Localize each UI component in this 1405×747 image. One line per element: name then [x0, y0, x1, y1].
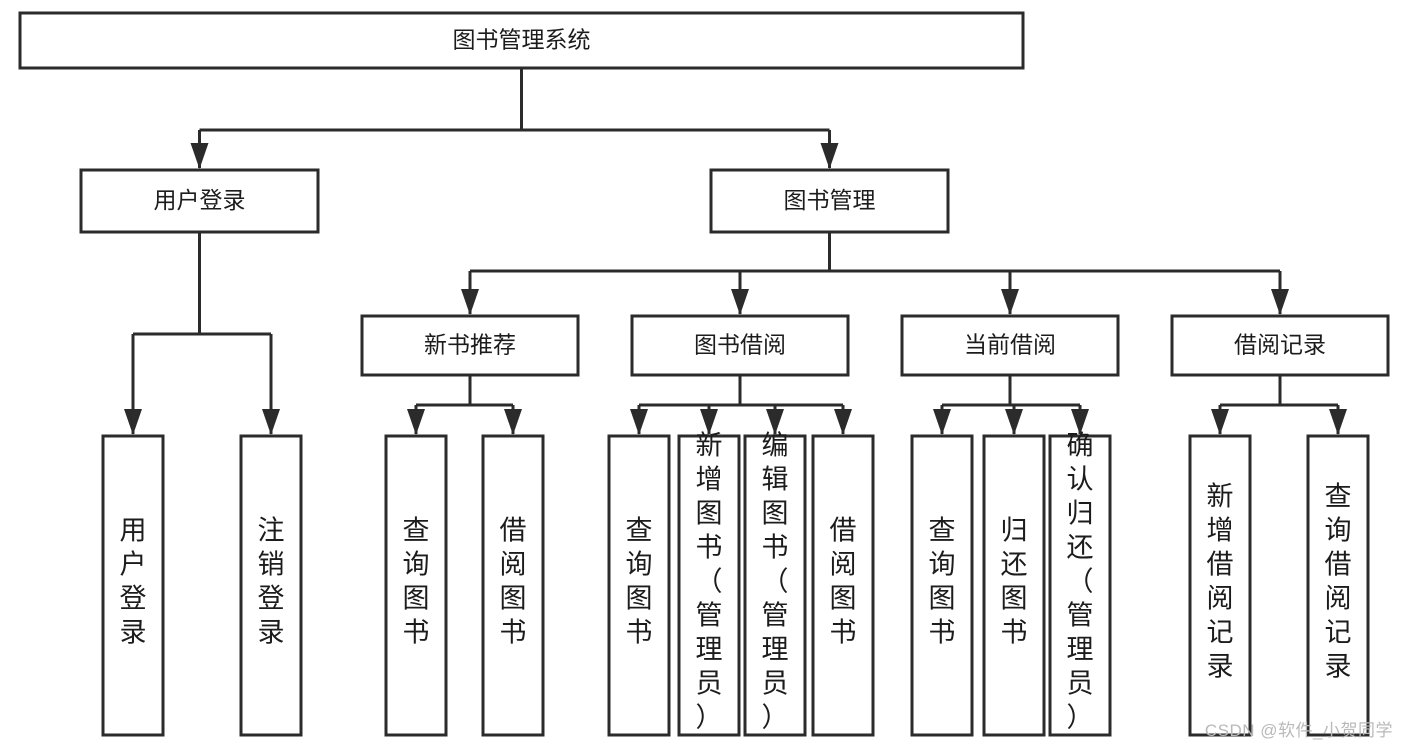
- node-leaf-12[interactable]: 查询借阅记录: [1306, 434, 1370, 737]
- node-label: 注销登录: [258, 516, 285, 648]
- node-label: 查询借阅记录: [1325, 482, 1352, 682]
- node-leaf-2[interactable]: 查询图书: [384, 434, 448, 737]
- node-root-0[interactable]: 图书管理系统: [18, 11, 1025, 70]
- node-box[interactable]: [18, 11, 1025, 70]
- node-leaf-3[interactable]: 借阅图书: [481, 434, 545, 737]
- arrow-head-icon: [1005, 409, 1023, 435]
- node-box[interactable]: [607, 434, 671, 737]
- node-box[interactable]: [630, 314, 850, 377]
- node-label: 图书管理: [784, 187, 876, 213]
- node-box[interactable]: [1188, 434, 1252, 737]
- node-label: 用户登录: [154, 187, 246, 213]
- node-label: 新书推荐: [424, 332, 516, 358]
- node-box[interactable]: [481, 434, 545, 737]
- node-label: 借阅图书: [500, 516, 527, 648]
- arrow-head-icon: [820, 143, 839, 169]
- connector-layer: [124, 68, 1347, 435]
- node-level2-0[interactable]: 用户登录: [79, 168, 320, 234]
- node-box[interactable]: [1306, 434, 1370, 737]
- node-label: 图书管理系统: [453, 27, 591, 53]
- node-box[interactable]: [811, 434, 875, 737]
- node-box[interactable]: [709, 168, 950, 234]
- node-label: 图书借阅: [694, 332, 786, 358]
- arrow-head-icon: [461, 289, 479, 315]
- node-box[interactable]: [982, 434, 1046, 737]
- node-leaf-10[interactable]: 确认归还（管理员）: [1048, 431, 1112, 737]
- arrow-head-icon: [630, 409, 648, 435]
- node-box[interactable]: [677, 434, 741, 737]
- node-level2-1[interactable]: 图书管理: [709, 168, 950, 234]
- node-label: 借阅图书: [830, 516, 857, 648]
- node-leaf-1[interactable]: 注销登录: [239, 434, 303, 737]
- node-leaf-4[interactable]: 查询图书: [607, 434, 671, 737]
- node-level3-0[interactable]: 新书推荐: [360, 314, 580, 377]
- node-leaf-5[interactable]: 新增图书（管理员）: [677, 431, 741, 737]
- node-label: 确认归还（管理员）: [1067, 431, 1094, 733]
- arrow-head-icon: [1271, 289, 1289, 315]
- node-label: 查询图书: [929, 516, 956, 648]
- node-label: 编辑图书（管理员）: [762, 431, 789, 733]
- node-box[interactable]: [910, 434, 974, 737]
- node-label: 当前借阅: [964, 332, 1056, 358]
- node-box[interactable]: [900, 314, 1120, 377]
- node-leaf-7[interactable]: 借阅图书: [811, 434, 875, 737]
- arrow-head-icon: [700, 409, 718, 435]
- node-level3-1[interactable]: 图书借阅: [630, 314, 850, 377]
- node-leaf-8[interactable]: 查询图书: [910, 434, 974, 737]
- arrow-head-icon: [124, 409, 142, 435]
- arrow-head-icon: [731, 289, 749, 315]
- node-box[interactable]: [1170, 314, 1390, 377]
- node-level3-3[interactable]: 借阅记录: [1170, 314, 1390, 377]
- node-label: 借阅记录: [1234, 332, 1326, 358]
- node-label: 查询图书: [403, 516, 430, 648]
- node-label: 新增图书（管理员）: [696, 431, 723, 733]
- node-leaf-11[interactable]: 新增借阅记录: [1188, 434, 1252, 737]
- arrow-head-icon: [766, 409, 784, 435]
- node-box[interactable]: [239, 434, 303, 737]
- arrow-head-icon: [262, 409, 280, 435]
- node-leaf-9[interactable]: 归还图书: [982, 434, 1046, 737]
- arrow-head-icon: [1001, 289, 1019, 315]
- node-box[interactable]: [79, 168, 320, 234]
- arrow-head-icon: [504, 409, 522, 435]
- arrow-head-icon: [407, 409, 425, 435]
- node-label: 新增借阅记录: [1207, 482, 1234, 682]
- node-label: 归还图书: [1001, 516, 1028, 648]
- node-box[interactable]: [360, 314, 580, 377]
- node-box[interactable]: [101, 434, 165, 737]
- node-leaf-0[interactable]: 用户登录: [101, 434, 165, 737]
- node-layer: 图书管理系统用户登录图书管理新书推荐图书借阅当前借阅借阅记录用户登录注销登录查询…: [18, 11, 1390, 737]
- arrow-head-icon: [1211, 409, 1229, 435]
- node-box[interactable]: [384, 434, 448, 737]
- node-label: 用户登录: [120, 516, 147, 648]
- arrow-head-icon: [1329, 409, 1347, 435]
- arrow-head-icon: [190, 143, 209, 169]
- node-leaf-6[interactable]: 编辑图书（管理员）: [743, 431, 807, 737]
- arrow-head-icon: [933, 409, 951, 435]
- arrow-head-icon: [834, 409, 852, 435]
- node-level3-2[interactable]: 当前借阅: [900, 314, 1120, 377]
- node-box[interactable]: [743, 434, 807, 737]
- node-box[interactable]: [1048, 434, 1112, 737]
- node-label: 查询图书: [626, 516, 653, 648]
- arrow-head-icon: [1071, 409, 1089, 435]
